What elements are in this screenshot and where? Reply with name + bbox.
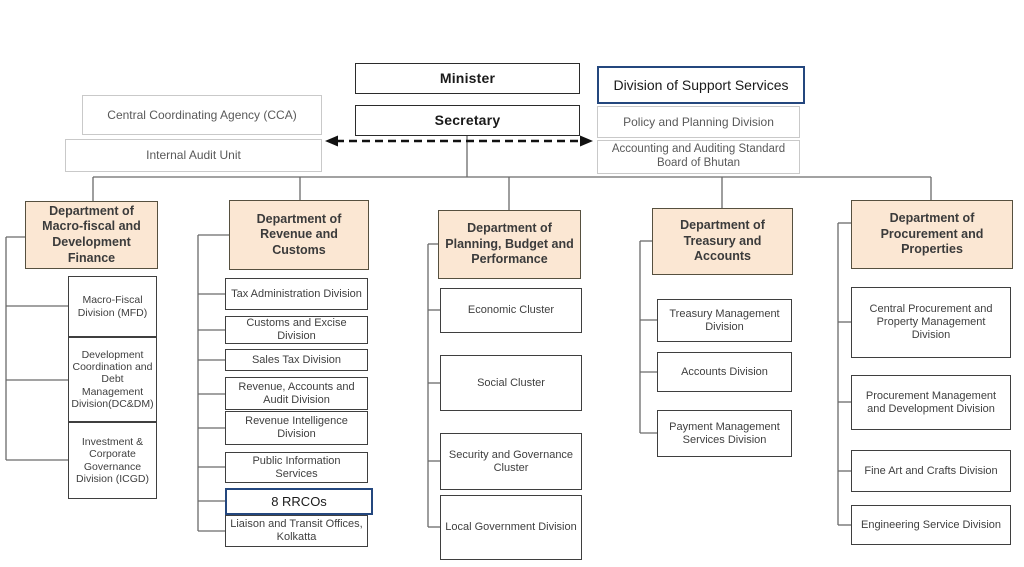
local-government-division: Local Government Division [440, 495, 582, 560]
dept-procurement-properties: Department of Procurement and Properties [851, 200, 1013, 269]
fine-art-crafts-division: Fine Art and Crafts Division [851, 450, 1011, 492]
support-services-box: Division of Support Services [597, 66, 805, 104]
dept-revenue-customs: Department of Revenue and Customs [229, 200, 369, 270]
division-revenue-accounts-audit: Revenue, Accounts and Audit Division [225, 377, 368, 410]
central-procurement-property-division: Central Procurement and Property Managem… [851, 287, 1011, 358]
procurement-management-development-division: Procurement Management and Development D… [851, 375, 1011, 430]
division-customs-excise: Customs and Excise Division [225, 316, 368, 344]
payment-management-services-division: Payment Management Services Division [657, 410, 792, 457]
security-governance-cluster: Security and Governance Cluster [440, 433, 582, 490]
treasury-management-division: Treasury Management Division [657, 299, 792, 342]
dept-macro-fiscal: Department of Macro-fiscal and Developme… [25, 201, 158, 269]
division-icgd: Investment & Corporate Governance Divisi… [68, 422, 157, 499]
division-sales-tax: Sales Tax Division [225, 349, 368, 371]
accounts-division: Accounts Division [657, 352, 792, 392]
dept-treasury-accounts: Department of Treasury and Accounts [652, 208, 793, 275]
social-cluster: Social Cluster [440, 355, 582, 411]
division-tax-administration: Tax Administration Division [225, 278, 368, 310]
minister-box: Minister [355, 63, 580, 94]
rrcos-box: 8 RRCOs [225, 488, 373, 515]
accounting-board-box: Accounting and Auditing Standard Board o… [597, 140, 800, 174]
policy-planning-box: Policy and Planning Division [597, 106, 800, 138]
dept-planning-budget: Department of Planning, Budget and Perfo… [438, 210, 581, 279]
public-information-services: Public Information Services [225, 452, 368, 483]
economic-cluster: Economic Cluster [440, 288, 582, 333]
division-dcdm: Development Coordination and Debt Manage… [68, 337, 157, 422]
liaison-transit-offices: Liaison and Transit Offices, Kolkatta [225, 515, 368, 547]
cca-box: Central Coordinating Agency (CCA) [82, 95, 322, 135]
secretary-box: Secretary [355, 105, 580, 136]
division-revenue-intelligence: Revenue Intelligence Division [225, 411, 368, 445]
engineering-service-division: Engineering Service Division [851, 505, 1011, 545]
internal-audit-box: Internal Audit Unit [65, 139, 322, 172]
dashed-double-arrow [325, 135, 593, 147]
division-mfd: Macro-Fiscal Division (MFD) [68, 276, 157, 337]
